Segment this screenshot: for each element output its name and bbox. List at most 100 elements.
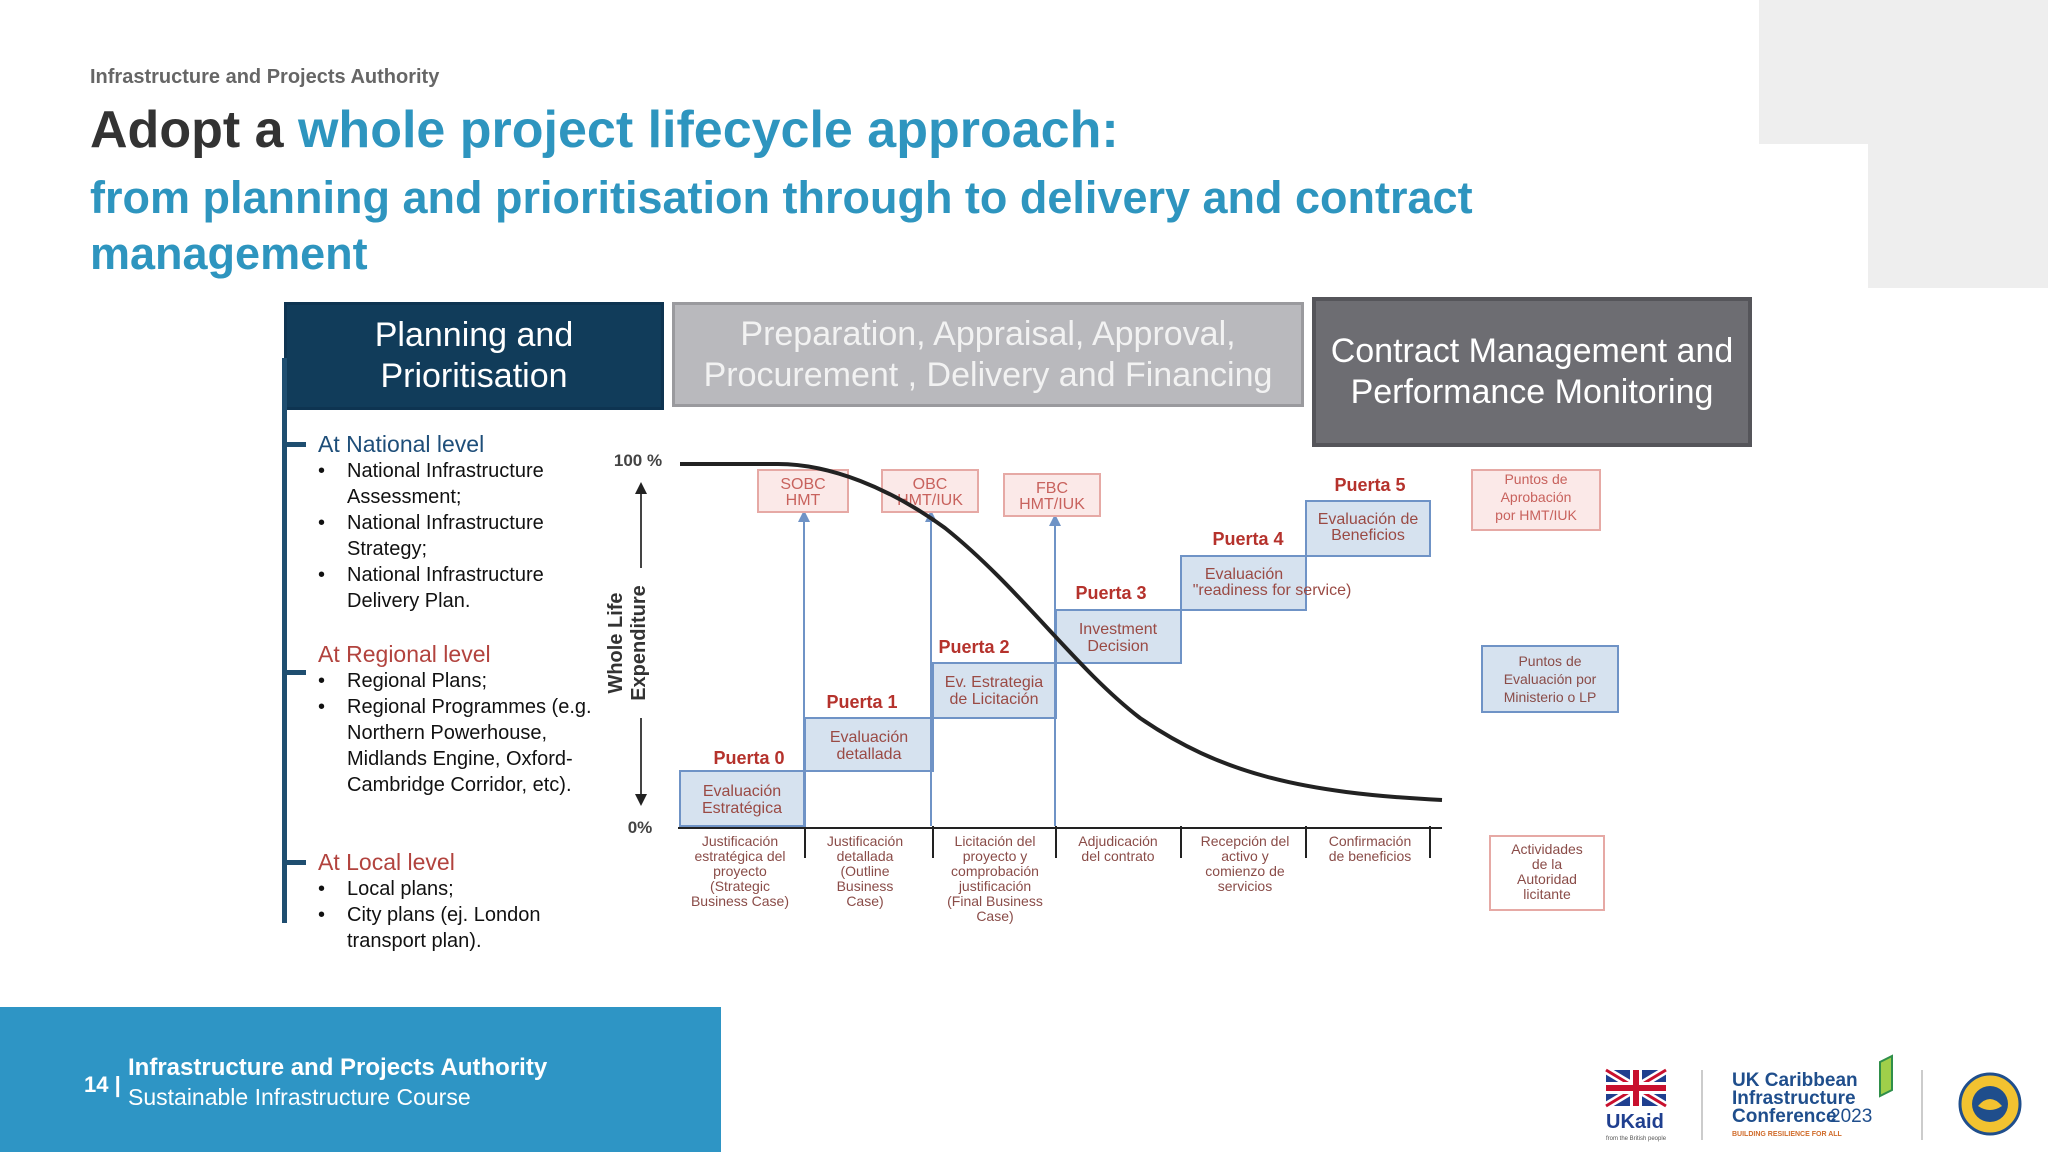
ukaid-text: UKaid	[1606, 1111, 1664, 1133]
conference-logo: UK Caribbean Infrastructure Conference 2…	[1732, 1054, 1893, 1138]
page-title: Adopt a whole project lifecycle approach…	[90, 100, 1119, 160]
approval-box-fbc	[1003, 473, 1101, 517]
list-item: Regional Plans;	[318, 668, 608, 694]
approval-fbc-line2: HMT/IUK	[1019, 496, 1085, 513]
bottom-label-1-l3: (Outline	[840, 863, 889, 879]
footer-org: Infrastructure and Projects Authority	[128, 1054, 548, 1081]
legend-authority-l4: licitante	[1523, 886, 1571, 902]
list-item: National Infrastructure Delivery Plan.	[318, 562, 608, 614]
step-box-3-line1: Investment	[1079, 621, 1158, 638]
legend-approval-l3: por HMT/IUK	[1495, 507, 1577, 523]
approval-box-obc	[881, 469, 979, 513]
step-boxes	[679, 500, 1431, 827]
bottom-label-4-l1: Recepción del	[1201, 833, 1290, 849]
y-axis-label-line2: Expenditure	[628, 585, 650, 701]
bottom-label-1-l1: Justificación	[827, 833, 903, 849]
legend-ministry-points	[1481, 645, 1619, 713]
bottom-label-0-l4: (Strategic	[710, 878, 770, 894]
planning-bracket	[282, 358, 287, 923]
legend-ministry-l1: Puntos de	[1518, 653, 1581, 669]
gate-label-1: Puerta 1	[826, 692, 897, 712]
bottom-label-1-l5: Case)	[846, 893, 883, 909]
list-item: Local plans;	[318, 876, 608, 902]
bottom-label-4-l4: servicios	[1218, 878, 1272, 894]
gate-label-0: Puerta 0	[713, 748, 784, 768]
national-level-list: National Infrastructure Assessment; Nati…	[318, 458, 608, 614]
legend-authority-l3: Autoridad	[1517, 871, 1577, 887]
y-axis-label-line1: Whole Life	[605, 592, 627, 693]
bottom-label-2-l5: (Final Business	[947, 893, 1043, 909]
cdb-logo	[1958, 1072, 2022, 1136]
bottom-label-2-l6: Case)	[976, 908, 1013, 924]
page-subtitle: from planning and prioritisation through…	[90, 172, 1473, 279]
bottom-label-4-l2: activo y	[1221, 848, 1268, 864]
conference-tagline: BUILDING RESILIENCE FOR ALL	[1732, 1131, 1843, 1138]
list-item: City plans (ej. London transport plan).	[318, 902, 608, 954]
bracket-tick-national	[282, 442, 306, 447]
bottom-label-0-l5: Business Case)	[691, 893, 789, 909]
bracket-tick-regional	[282, 670, 306, 675]
phase-contract-management: Contract Management and Performance Moni…	[1312, 297, 1752, 447]
bottom-label-2-l4: justificación	[958, 878, 1031, 894]
approval-obc-line2: HMT/IUK	[897, 492, 963, 509]
partner-logos: UKaid from the British people UK Caribbe…	[1603, 1054, 2022, 1142]
step-box-5	[1305, 500, 1431, 557]
gate-label-5: Puerta 5	[1334, 475, 1405, 495]
national-level-heading: At National level	[318, 431, 485, 457]
page-number: 14 |	[84, 1072, 121, 1097]
approval-fbc-line1: FBC	[1036, 480, 1068, 497]
legend-approval-l1: Puntos de	[1504, 471, 1567, 487]
x-axis-ticks	[804, 826, 1431, 858]
regional-level-heading: At Regional level	[318, 641, 491, 667]
step-box-3	[1055, 609, 1182, 664]
legend-approval-l2: Aprobación	[1501, 489, 1572, 505]
step-box-1-line1: Evaluación	[830, 729, 908, 746]
legend-ministry-l2: Evaluación por	[1504, 671, 1597, 687]
bottom-label-2-l2: proyecto y	[963, 848, 1028, 864]
local-level-list: Local plans; City plans (ej. London tran…	[318, 876, 608, 954]
step-box-4-line1: Evaluación	[1205, 566, 1283, 583]
legend-authority-activities	[1489, 835, 1605, 911]
ukaid-logo: UKaid from the British people	[1603, 1066, 1669, 1142]
step-box-0-line1: Evaluación	[703, 783, 781, 800]
step-box-2-line1: Ev. Estrategia	[945, 674, 1044, 691]
footer-band	[0, 1007, 721, 1152]
conference-year: 2023	[1830, 1106, 1872, 1127]
title-prefix: Adopt a	[90, 101, 284, 159]
ukaid-small-text: from the British people	[1606, 1136, 1667, 1142]
page-number-value: 14	[84, 1072, 109, 1097]
approval-box-sobc	[757, 469, 849, 513]
gate-label-4: Puerta 4	[1212, 529, 1283, 549]
org-label: Infrastructure and Projects Authority	[90, 66, 440, 88]
bottom-label-4-l3: comienzo de	[1205, 863, 1285, 879]
list-item: Regional Programmes (e.g. Northern Power…	[318, 694, 608, 798]
corner-decoration-top	[1759, 0, 2048, 144]
regional-level-list: Regional Plans; Regional Programmes (e.g…	[318, 668, 608, 798]
phase-preparation: Preparation, Appraisal, Approval, Procur…	[672, 302, 1304, 407]
legend-authority-l1: Actividades	[1511, 841, 1583, 857]
step-box-5-line1: Evaluación de	[1318, 511, 1419, 528]
approval-sobc-line1: SOBC	[780, 476, 825, 493]
step-box-2-line2: de Licitación	[950, 691, 1039, 708]
phase-planning: Planning and Prioritisation	[284, 302, 664, 410]
bottom-label-1-l4: Business	[837, 878, 894, 894]
y-axis-bottom-label: 0%	[628, 818, 653, 837]
conference-emblem	[1879, 1054, 1893, 1098]
bottom-label-2-l3: comprobación	[951, 863, 1039, 879]
bottom-label-0-l1: Justificación	[702, 833, 778, 849]
step-box-1-line2: detallada	[837, 746, 902, 763]
step-box-4-line2: "readiness for service)	[1193, 582, 1352, 599]
local-level-heading: At Local level	[318, 849, 455, 875]
step-box-3-line2: Decision	[1087, 638, 1148, 655]
conference-line2: Infrastructure	[1732, 1088, 1856, 1109]
corner-decoration-side	[1868, 144, 2048, 288]
expenditure-curve	[680, 462, 1443, 802]
bottom-label-5-l2: de beneficios	[1329, 848, 1412, 864]
legend-authority-l2: de la	[1532, 856, 1563, 872]
footer-course: Sustainable Infrastructure Course	[128, 1084, 471, 1110]
gate-label-2: Puerta 2	[938, 637, 1009, 657]
bottom-label-2-l1: Licitación del	[955, 833, 1036, 849]
title-highlight: whole project lifecycle approach:	[297, 101, 1119, 159]
conference-line1: UK Caribbean	[1732, 1070, 1858, 1091]
list-item: National Infrastructure Strategy;	[318, 510, 608, 562]
